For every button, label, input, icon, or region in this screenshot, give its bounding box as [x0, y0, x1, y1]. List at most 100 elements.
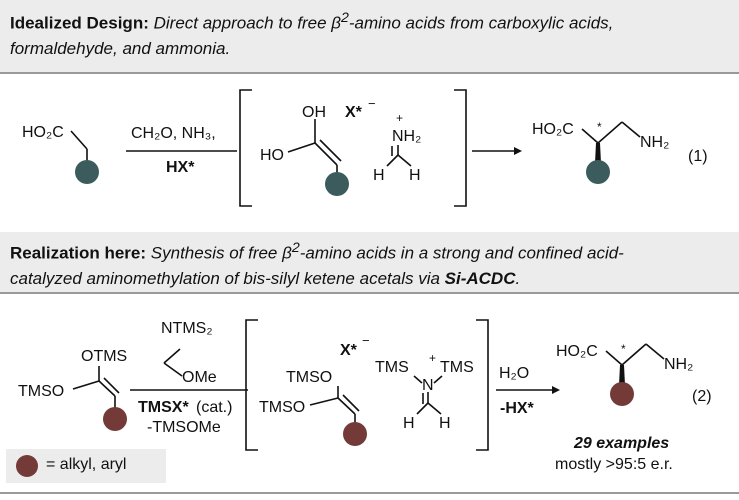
eq1-start-bond-a — [70, 130, 88, 150]
legend-dot-icon — [16, 455, 38, 477]
legend-text: = alkyl, aryl — [46, 456, 127, 473]
realization-banner: Realization here: Synthesis of free β2-a… — [0, 232, 739, 292]
eq2-byproduct: -TMSOMe — [147, 419, 221, 436]
eq2-water: H₂O — [499, 365, 529, 382]
eq1-enol-ho: HO — [260, 147, 284, 164]
eq2-prod-substituent — [610, 382, 634, 406]
design-label: Idealized Design: — [10, 13, 149, 33]
eq2-prod-bond-c — [645, 343, 665, 360]
eq2-start-tmso-bond — [72, 380, 100, 390]
eq2-iminium-h1 — [416, 402, 429, 415]
eq2-counterion: X* — [340, 342, 358, 359]
design-banner-line1: Idealized Design: Direct approach to fre… — [10, 6, 729, 36]
eq2-int-substituent — [343, 422, 367, 446]
eq2-acid-out: -HX* — [500, 400, 535, 417]
eq2-tms-left: TMS — [375, 359, 409, 376]
eq2-int-tmso-top: TMSO — [286, 369, 332, 386]
eq2-otms: OTMS — [81, 348, 127, 365]
design-banner-line2: formaldehyde, and ammonia. — [10, 36, 729, 61]
substituent-legend: = alkyl, aryl — [6, 449, 166, 483]
eq1-iminium-h2 — [397, 154, 412, 167]
eq1-iminium-n: NH₂ — [392, 128, 421, 145]
eq1-stereo-mark: * — [597, 120, 602, 134]
eq2-n-label: N — [422, 377, 434, 394]
eq2-prod-bond-b — [621, 343, 647, 366]
eq1-reagents: CH₂O, NH₃, — [131, 125, 216, 142]
eq2-start-substituent — [103, 407, 127, 431]
eq1-bracket-left — [239, 89, 252, 207]
eq1-acid: HX* — [166, 159, 195, 176]
eq2-tmso-start: TMSO — [18, 383, 64, 400]
eq2-int-bottom-bond — [309, 397, 339, 406]
eq1-prod-substituent — [586, 160, 610, 184]
eq1-counterion: X* — [345, 104, 363, 121]
realization-text-c: catalyzed aminomethylation of bis-silyl … — [10, 268, 445, 288]
realization-banner-line2: catalyzed aminomethylation of bis-silyl … — [10, 268, 521, 288]
realization-text-b: -amino acids in a strong and confined ac… — [299, 243, 624, 263]
eq2-stereo-mark: * — [621, 342, 626, 356]
eq2-prod-wedge — [619, 365, 625, 385]
eq1-enol-cc — [314, 142, 338, 166]
eq1-prod-bond-c — [621, 121, 641, 138]
eq1-prod-acid: HO₂C — [532, 121, 574, 138]
eq2-ome: OMe — [182, 369, 217, 386]
eq2-int-cc — [337, 397, 356, 415]
design-banner: Idealized Design: Direct approach to fre… — [0, 0, 739, 72]
eq2-prod-acid: HO₂C — [556, 343, 598, 360]
eq1-arrow-2-head — [514, 147, 522, 155]
design-text-c: formaldehyde, and ammonia. — [10, 38, 231, 58]
eq2-tms-left-bond — [413, 375, 423, 384]
eq2-examples: 29 examples — [573, 435, 669, 452]
realization-text-a: Synthesis of free β — [146, 243, 292, 263]
eq2-reagent-bond-b — [163, 362, 183, 377]
design-sup: 2 — [340, 10, 349, 26]
realization-label: Realization here: — [10, 243, 147, 263]
eq2-prod-amine: NH₂ — [664, 356, 693, 373]
design-text-a: Direct approach to free β — [148, 13, 341, 33]
eq2-start-cc — [98, 380, 116, 397]
eq1-counterion-charge: − — [368, 96, 376, 111]
eq2-int-cc-2 — [342, 394, 360, 412]
eq2-catalyst: TMSX* — [138, 399, 189, 416]
si-acdc-label: Si-ACDC — [444, 268, 516, 288]
eq2-number: (2) — [692, 388, 712, 405]
eq1-prod-bond-a — [581, 128, 599, 144]
eq2-h-right: H — [439, 415, 451, 432]
eq1-h-left: H — [373, 167, 385, 184]
realization-sup: 2 — [291, 240, 300, 256]
eq1-enol-substituent — [325, 172, 349, 196]
eq1-number: (1) — [688, 148, 708, 165]
eq2-int-tmso-bottom: TMSO — [259, 399, 305, 416]
eq1-prod-bond-b — [597, 121, 623, 144]
eq2-n-plus: + — [429, 351, 436, 365]
eq2-start-cc-2 — [103, 377, 120, 394]
eq1-prod-wedge — [595, 143, 601, 163]
eq1-enol-oh: OH — [302, 104, 326, 121]
eq2-counterion-charge: − — [362, 333, 370, 348]
eq1-bracket-right — [454, 89, 467, 207]
eq2-prod-bond-a — [605, 350, 623, 366]
eq2-tms-right: TMS — [440, 359, 474, 376]
eq1-start-acid: HO₂C — [22, 124, 64, 141]
eq1-prod-amine: NH₂ — [640, 134, 669, 151]
eq2-er: mostly >95:5 e.r. — [555, 456, 673, 473]
eq1-start-substituent — [75, 160, 99, 184]
eq2-reagent-bond-a — [163, 348, 181, 364]
eq1-enol-ho-bond — [287, 142, 316, 153]
eq1-h-right: H — [409, 167, 421, 184]
divider-top — [0, 72, 739, 74]
eq1-iminium-h1 — [386, 154, 399, 167]
eq1-iminium-plus: + — [396, 111, 403, 125]
divider-bottom — [0, 492, 739, 494]
eq2-iminium-h2 — [427, 402, 442, 415]
eq2-h-left: H — [403, 415, 415, 432]
divider-middle — [0, 292, 739, 294]
design-text-b: -amino acids from carboxylic acids, — [348, 13, 614, 33]
eq2-amine-reagent: NTMS₂ — [161, 320, 213, 337]
eq1-enol-cc-2 — [319, 139, 342, 162]
eq2-arrow-2-head — [552, 386, 560, 394]
eq2-bracket-right — [476, 319, 489, 451]
eq2-catalyst-note: (cat.) — [196, 399, 232, 416]
eq2-tms-right-bond — [433, 375, 443, 384]
